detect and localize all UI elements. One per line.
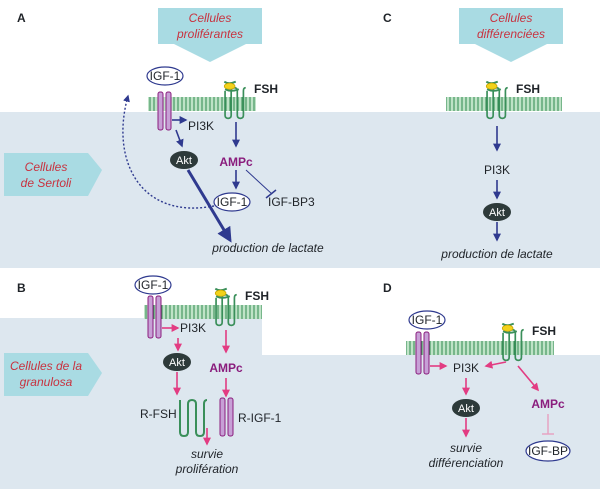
igf1-ligand-b-label: IGF-1: [138, 278, 169, 292]
ampc-label-b: AMPc: [209, 361, 243, 375]
pi3k-label-c: PI3K: [484, 163, 510, 177]
r-fsh-label-b: R-FSH: [140, 407, 177, 421]
sertoli-label-line2: de Sertoli: [21, 176, 72, 190]
output-d-differenciation: différenciation: [429, 456, 504, 470]
fsh-label-b: FSH: [245, 289, 269, 303]
igf1-receptor-a-left: [157, 91, 164, 131]
arrow-fshr-to-pi3k-d: [484, 360, 507, 369]
membrane-a: [148, 97, 256, 111]
fsh-label-d: FSH: [532, 324, 556, 338]
panel-a-header-banner: Cellules proliférantes: [158, 8, 262, 62]
granulosa-differentiated-background: [366, 355, 600, 489]
header-c-cellules: Cellules: [490, 11, 533, 25]
igf1-ligand-a: [146, 66, 184, 86]
igf1-secreted-a-label: IGF-1: [217, 195, 248, 209]
pi3k-label-d: PI3K: [453, 361, 479, 375]
granulosa-label-line1: Cellules de la: [10, 359, 82, 373]
igf1-receptor-a-right: [165, 91, 172, 131]
output-b-survie: survie: [191, 447, 223, 461]
r-fsh-receptor-b-icon: [179, 398, 208, 438]
arrow-fshr-to-ampc-d: [517, 365, 540, 392]
panel-b: B Cellules de la granulosa IGF-1 FSH PI3…: [0, 275, 366, 489]
igfbp-node-d: [525, 440, 571, 462]
akt-node-c: [483, 203, 511, 221]
sertoli-side-label: Cellules de Sertoli: [4, 153, 102, 196]
header-c-differenciees: différenciées: [477, 27, 545, 41]
r-igf1-receptor-b-left: [219, 397, 226, 437]
r-igf1-label-b: R-IGF-1: [238, 411, 282, 425]
r-igf1-receptor-b-right: [227, 397, 234, 437]
output-d-survie: survie: [450, 441, 482, 455]
panel-d-letter: D: [383, 281, 392, 295]
panel-c-letter: C: [383, 11, 392, 25]
pi3k-label-a: PI3K: [188, 119, 214, 133]
fsh-label-a: FSH: [254, 82, 278, 96]
igfbp3-label-a: IGF-BP3: [268, 195, 315, 209]
akt-node-a: [170, 151, 198, 169]
output-b-proliferation: prolifération: [175, 462, 239, 476]
igf1-ligand-a-label: IGF-1: [150, 69, 181, 83]
akt-label-d: Akt: [458, 403, 474, 415]
arrow-akt-to-lactate-a: [186, 169, 232, 243]
header-proliferantes: proliférantes: [176, 27, 243, 41]
akt-label-a: Akt: [176, 155, 192, 167]
pi3k-label-b: PI3K: [180, 321, 206, 335]
inhibit-bar-a: [265, 189, 277, 199]
inhibit-ampc-igfbp3-a: [245, 169, 273, 195]
igf1-ligand-d: [408, 310, 446, 330]
autocrine-loop-a: [122, 94, 215, 209]
akt-node-b: [163, 353, 191, 371]
akt-label-c: Akt: [489, 207, 505, 219]
output-c: production de lactate: [440, 247, 553, 261]
header-cellules: Cellules: [189, 11, 232, 25]
panel-b-letter: B: [17, 281, 26, 295]
igf1-ligand-b: [134, 275, 172, 295]
akt-label-b: Akt: [169, 357, 185, 369]
membrane-d: [406, 341, 554, 355]
output-a: production de lactate: [211, 241, 324, 255]
ampc-label-d: AMPc: [531, 397, 565, 411]
panel-d: D IGF-1 FSH PI3K Akt survie différenciat…: [366, 281, 600, 489]
akt-node-d: [452, 399, 480, 417]
differentiated-cell-background: [366, 112, 600, 268]
sertoli-label-line1: Cellules: [25, 160, 68, 174]
igf1-receptor-d-right: [423, 331, 430, 375]
panel-c-header-banner: Cellules différenciées: [459, 8, 563, 62]
igfbp-label-d: IGF-BP: [528, 444, 568, 458]
panel-c: C Cellules différenciées FSH PI3K Akt pr…: [366, 8, 600, 268]
igf1-ligand-d-label: IGF-1: [412, 313, 443, 327]
igf1-receptor-d-left: [415, 331, 422, 375]
arrow-igf1r-to-akt-a: [175, 129, 184, 148]
membrane-b: [144, 305, 262, 319]
granulosa-label-line2: granulosa: [20, 375, 73, 389]
membrane-c: [446, 97, 562, 111]
igf1-receptor-b-left: [147, 295, 154, 339]
fsh-label-c: FSH: [516, 82, 540, 96]
panel-a: A Cellules proliférantes Cellules de Ser…: [0, 8, 366, 268]
panel-a-letter: A: [17, 11, 26, 25]
igf1-receptor-b-right: [155, 295, 162, 339]
granulosa-side-label: Cellules de la granulosa: [4, 353, 102, 396]
igf1-secreted-a: [213, 192, 251, 212]
ampc-label-a: AMPc: [219, 155, 253, 169]
